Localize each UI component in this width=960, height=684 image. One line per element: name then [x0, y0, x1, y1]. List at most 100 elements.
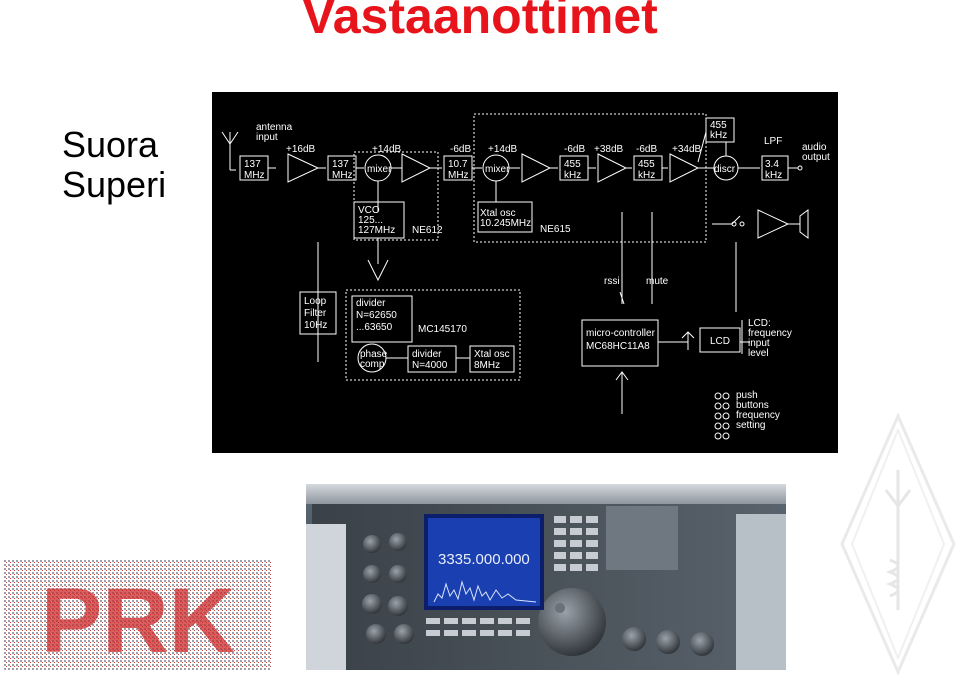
radio-frequency-readout: 3335.000.000 — [438, 551, 530, 568]
label-f455b-2: kHz — [638, 170, 655, 181]
label-xtal2-2: 8MHz — [474, 360, 500, 371]
label-f107-1: 10.7 — [448, 159, 468, 170]
label-antenna-2: input — [256, 132, 278, 143]
amp4-icon — [597, 153, 628, 183]
right-side — [736, 514, 786, 670]
label-f34-2: kHz — [765, 170, 782, 181]
audio-amp-icon — [757, 209, 790, 239]
label-vco-2: 125... — [358, 215, 383, 226]
label-push-1: push — [736, 390, 758, 401]
label-push-4: setting — [736, 420, 765, 431]
side-line-suora: Suora — [62, 124, 159, 165]
left-handle — [306, 524, 346, 670]
vco-box — [353, 201, 405, 239]
label-antenna-1: antenna — [256, 122, 293, 133]
speaker-grille — [606, 506, 678, 570]
main-tuning-knob — [538, 588, 606, 656]
prk-logo-text: PRK — [41, 570, 235, 670]
label-f34-1: 3.4 — [765, 159, 779, 170]
label-f137b-1: 137 — [332, 159, 349, 170]
label-lcd-desc-1: LCD: — [748, 318, 771, 329]
prk-logo-svg: PRK — [4, 560, 272, 672]
label-phase-2: comp — [360, 359, 385, 370]
label-att2: -6dB — [564, 144, 585, 155]
label-lcd: LCD — [710, 336, 730, 347]
label-att3: -6dB — [636, 144, 657, 155]
label-f455b-1: 455 — [638, 159, 655, 170]
label-mixer1: mixer — [367, 164, 392, 175]
label-f107-2: MHz — [448, 170, 469, 181]
label-lpf: LPF — [764, 136, 782, 147]
divider1-box — [351, 295, 413, 343]
label-phase-1: phase — [360, 349, 388, 360]
label-f455c-1: 455 — [710, 120, 727, 131]
ne615-dotted-box — [473, 113, 707, 243]
label-divider1-3: ...63650 — [356, 322, 393, 333]
mute-switch-icon — [712, 215, 741, 225]
watermark-emblem — [836, 410, 960, 679]
label-gain2: +14dB — [372, 144, 402, 155]
label-divider2-1: divider — [412, 349, 442, 360]
receiver-block-diagram: antenna input +16dB 137 MHz 137 MHz +14d… — [212, 92, 838, 453]
label-f137a-2: MHz — [244, 170, 265, 181]
label-f455a-1: 455 — [564, 159, 581, 170]
label-audio-1: audio — [802, 142, 827, 153]
label-divider1-2: N=62650 — [356, 310, 397, 321]
ne612-dotted-box — [353, 151, 439, 241]
label-divider2-2: N=4000 — [412, 360, 448, 371]
label-xtal1-2: 10.245MHz — [480, 218, 531, 229]
amp5-icon — [669, 153, 700, 183]
amp3-icon — [521, 153, 552, 183]
label-rssi: rssi — [604, 276, 620, 287]
side-line-superi: Superi — [62, 164, 167, 205]
label-divider1-1: divider — [356, 298, 386, 309]
radio-receiver-svg: 3335.000.000 — [306, 484, 786, 670]
label-mcu-1: micro-controller — [586, 328, 656, 339]
mcu-box — [581, 319, 659, 367]
label-f137b-2: MHz — [332, 170, 353, 181]
label-f455c-2: kHz — [710, 130, 727, 141]
amp2-icon — [401, 153, 432, 183]
xtal2-box — [469, 345, 515, 373]
label-loop-2: Filter — [304, 308, 327, 319]
label-gain4: +38dB — [594, 144, 624, 155]
watermark-emblem-svg — [840, 412, 956, 676]
label-lcd-desc-4: level — [748, 348, 769, 359]
divider2-box — [407, 345, 457, 373]
label-loop-3: 10Hz — [304, 320, 327, 331]
label-gain5: +34dB — [672, 144, 702, 155]
label-mixer2: mixer — [485, 164, 510, 175]
speaker-icon — [788, 209, 809, 239]
slide-title: Vastaanottimet — [302, 0, 658, 44]
label-gain1: +16dB — [286, 144, 316, 155]
label-ne612: NE612 — [412, 225, 443, 236]
label-xtal1-1: Xtal osc — [480, 208, 516, 219]
label-loop-1: Loop — [304, 296, 327, 307]
label-f137a-1: 137 — [244, 159, 261, 170]
xtal1-box — [477, 201, 533, 233]
label-discr: discr — [714, 164, 736, 175]
label-push-2: buttons — [736, 400, 769, 411]
label-vco-3: 127MHz — [358, 225, 395, 236]
radio-receiver-photo: 3335.000.000 — [306, 484, 786, 670]
spectrum-trace — [433, 580, 537, 603]
label-att1: -6dB — [450, 144, 471, 155]
label-audio-2: output — [802, 152, 830, 163]
push-buttons-icon — [714, 392, 730, 440]
label-xtal2-1: Xtal osc — [474, 349, 510, 360]
label-lcd-desc-3: input — [748, 338, 770, 349]
label-gain3: +14dB — [488, 144, 518, 155]
label-mute: mute — [646, 276, 669, 287]
amp1-icon — [287, 153, 320, 183]
label-mc145170: MC145170 — [418, 324, 467, 335]
lcd-box — [699, 327, 741, 353]
label-lcd-desc-2: frequency — [748, 328, 792, 339]
prk-logo: PRK — [4, 560, 272, 672]
antenna-icon — [221, 131, 239, 170]
block-diagram-svg: antenna input +16dB 137 MHz 137 MHz +14d… — [221, 113, 830, 440]
side-text: Suora Superi — [62, 125, 166, 205]
label-push-3: frequency — [736, 410, 780, 421]
label-mcu-2: MC68HC11A8 — [586, 341, 650, 352]
label-vco-1: VCO — [358, 205, 380, 216]
label-ne615: NE615 — [540, 224, 571, 235]
